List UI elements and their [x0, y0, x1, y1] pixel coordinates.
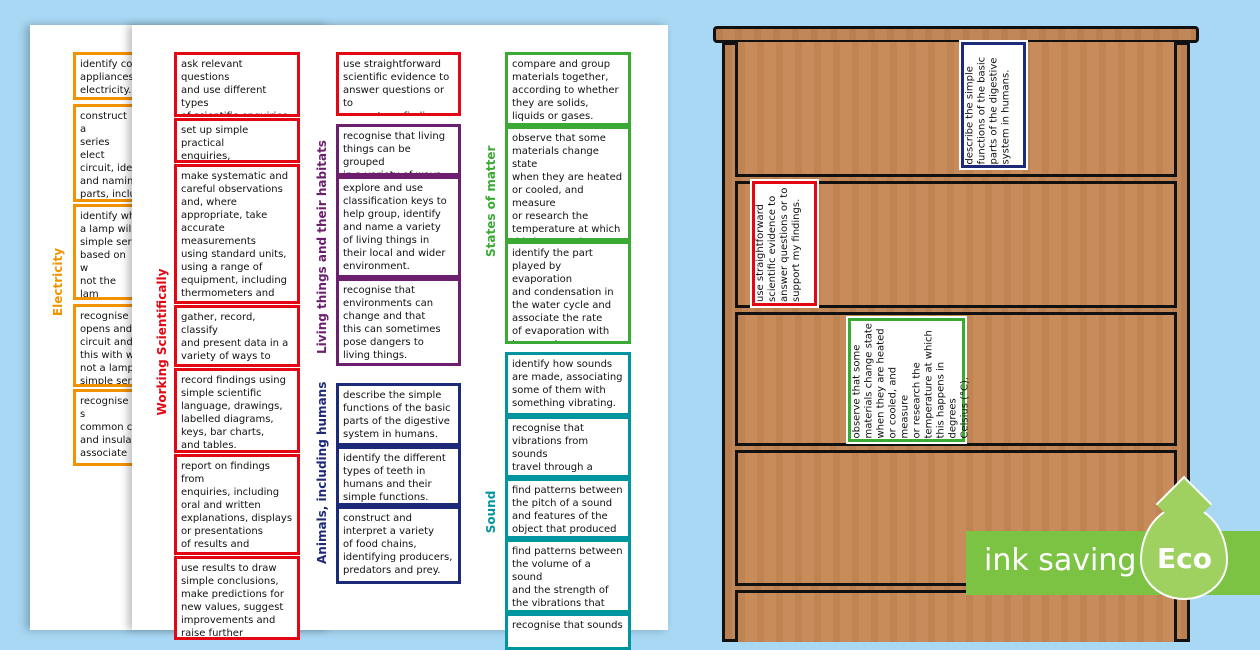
working-card: use results to draw simple conclusions, …	[174, 556, 300, 640]
electricity-label: Electricity	[51, 247, 65, 317]
shelf-top	[713, 26, 1199, 43]
states-card: compare and group materials together, ac…	[505, 52, 631, 126]
sound-card: recognise that sounds	[505, 613, 631, 650]
bookshelf-card: observe that some materials change state…	[846, 316, 970, 444]
sound-card: find patterns between the pitch of a sou…	[505, 478, 631, 539]
shelf-board-2	[735, 305, 1177, 315]
bookshelf-card-text: observe that some materials change state…	[851, 322, 970, 438]
bookshelf-card: use straightforward scientific evidence …	[750, 179, 819, 308]
living-card: explore and use classification keys to h…	[336, 176, 461, 278]
shelf-board-3	[735, 443, 1177, 453]
animals-card: construct and interpret a variety of foo…	[336, 506, 461, 584]
electricity-card: identify co appliances electricity.	[73, 52, 143, 100]
animals-label: Animals, including humans	[315, 381, 329, 564]
living-card: recognise that living things can be grou…	[336, 124, 461, 176]
working-extra-card: use straightforward scientific evidence …	[336, 52, 461, 116]
working-card: report on findings from enquiries, inclu…	[174, 454, 300, 555]
shelf-board-4	[735, 583, 1177, 593]
living-things-label: Living things and their habitats	[315, 140, 329, 354]
working-card: gather, record, classify and present dat…	[174, 305, 300, 367]
working-card: record findings using simple scientific …	[174, 368, 300, 453]
sound-card: recognise that vibrations from sounds tr…	[505, 416, 631, 478]
ink-saving-text: ink saving	[984, 543, 1137, 578]
bookshelf-card-text: describe the simple functions of the bas…	[964, 56, 1011, 164]
working-card: ask relevant questions and use different…	[174, 52, 300, 117]
states-card: identify the part played by evaporation …	[505, 241, 631, 344]
states-card: observe that some materials change state…	[505, 126, 631, 241]
electricity-card: recognise s common c and insulat associa…	[73, 389, 143, 466]
electricity-card: recognise t opens and circuit and this w…	[73, 304, 143, 387]
sound-label: Sound	[484, 490, 498, 534]
working-card: set up simple practical enquiries, compa…	[174, 118, 300, 163]
working-scientifically-label: Working Scientifically	[155, 268, 169, 416]
electricity-card: construct a series elect circuit, ide an…	[73, 104, 143, 202]
states-of-matter-label: States of matter	[484, 145, 498, 257]
animals-card: describe the simple functions of the bas…	[336, 383, 461, 446]
electricity-card: identify wh a lamp will simple seri base…	[73, 204, 143, 300]
bookshelf-card: describe the simple functions of the bas…	[959, 40, 1028, 170]
eco-label: Eco	[1157, 542, 1212, 575]
bookshelf-card-text: use straightforward scientific evidence …	[755, 187, 802, 302]
sound-card: identify how sounds are made, associatin…	[505, 352, 631, 416]
living-card: recognise that environments can change a…	[336, 278, 461, 366]
working-card: make systematic and careful observations…	[174, 164, 300, 304]
animals-card: identify the different types of teeth in…	[336, 446, 461, 506]
sound-card: find patterns between the volume of a so…	[505, 539, 631, 613]
shelf-board-1	[735, 174, 1177, 184]
